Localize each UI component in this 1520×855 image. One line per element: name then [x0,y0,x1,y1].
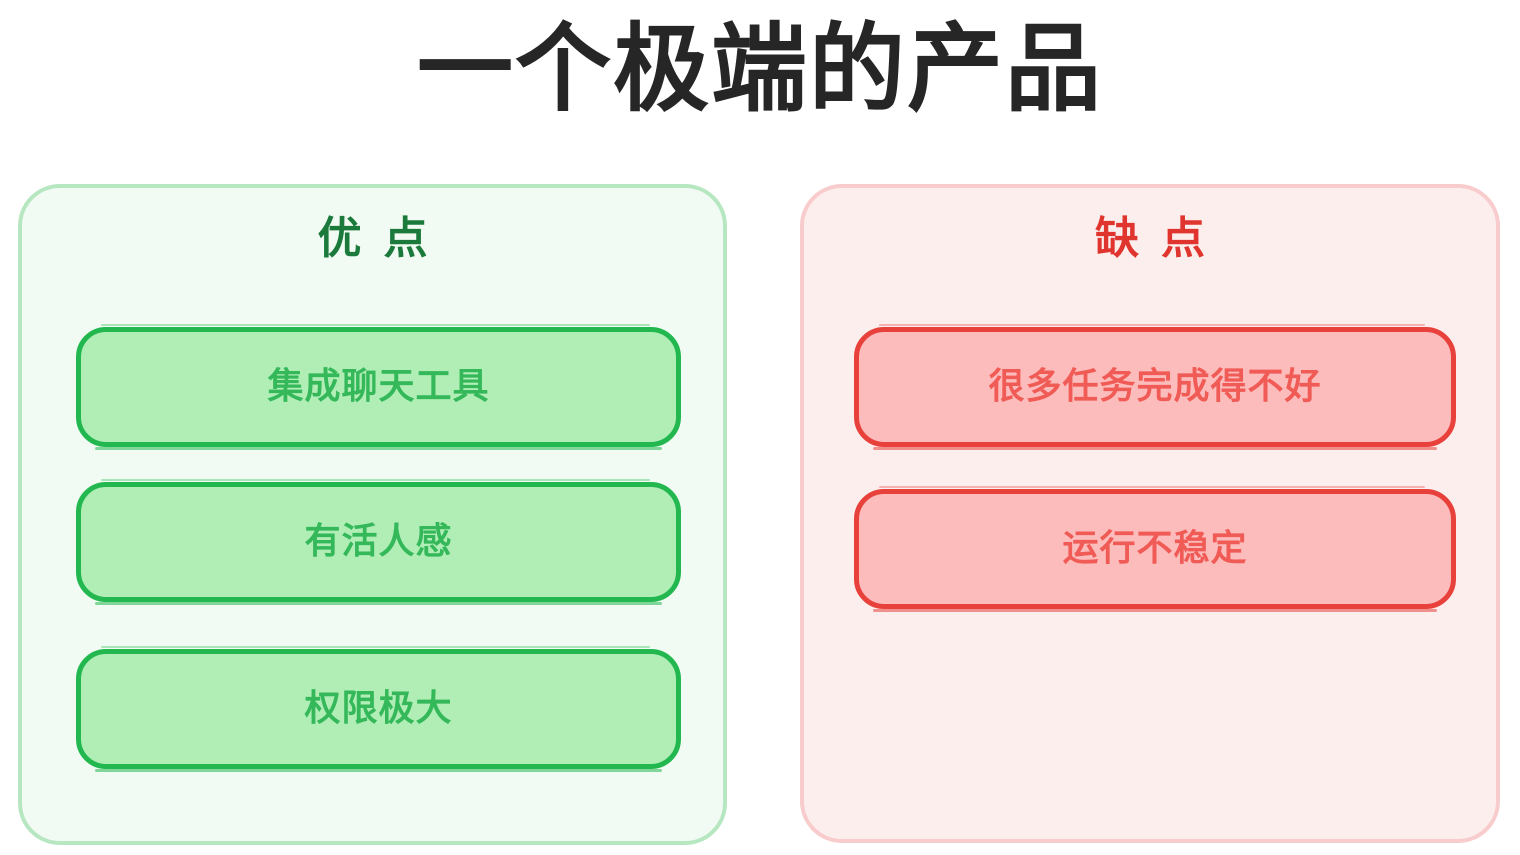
cons-card-label: 运行不稳定 [1062,528,1248,569]
cons-panel-heading: 缺点 [1095,213,1227,264]
pros-card[interactable]: 集成聊天工具 [76,324,681,450]
pros-card-label: 权限极大 [304,688,453,729]
cons-panel: 缺点 很多任务完成得不好 运行不稳定 [800,184,1500,843]
pros-panel-heading: 优点 [317,213,450,264]
pros-card[interactable]: 权限极大 [76,646,681,772]
page-title: 一个极端的产品 [417,13,1103,125]
pros-panel: 优点 集成聊天工具 有活人感 权限极大 [18,184,727,845]
pros-card-label: 集成聊天工具 [267,366,490,407]
cons-card[interactable]: 很多任务完成得不好 [854,324,1456,450]
pros-card-label: 有活人感 [304,521,453,562]
cons-card[interactable]: 运行不稳定 [854,486,1456,612]
pros-card[interactable]: 有活人感 [76,479,681,605]
cons-card-label: 很多任务完成得不好 [988,366,1322,407]
